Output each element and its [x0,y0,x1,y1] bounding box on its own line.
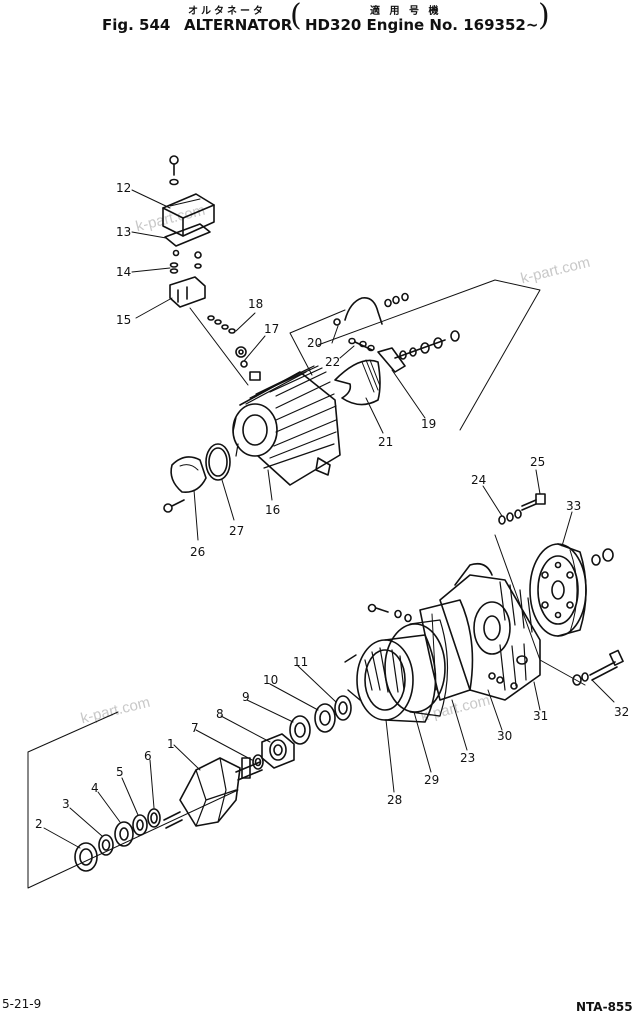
callout-20: 20 [307,336,322,350]
spacer-part-11 [334,695,352,721]
group-bracket-upper [317,279,541,431]
callout-7: 7 [191,721,199,735]
callout-18: 18 [248,297,263,311]
drawing-code: NTA-855 [576,1000,633,1014]
regulator-cover-part-12 [162,193,215,237]
end-cover-part-26 [163,456,207,513]
brush-holder-part-21 [334,359,381,406]
retainer-part-8 [261,733,295,769]
bolt-part-22 [348,337,375,352]
regulator-screw [169,155,179,186]
callout-24: 24 [471,473,486,487]
front-frame-part-30 [439,562,541,701]
callout-13: 13 [116,225,131,239]
callout-9: 9 [242,690,250,704]
callout-26: 26 [190,545,205,559]
terminal-block-part-15 [169,276,206,308]
wire-lead-part-20 [333,292,409,326]
callout-32: 32 [614,705,629,719]
nut-part-17 [240,360,248,368]
bearing-part-4 [114,821,134,847]
frame-screws [367,603,412,623]
callout-14: 14 [116,265,131,279]
group-bracket-20 [289,309,346,376]
callout-3: 3 [62,797,70,811]
callout-27: 27 [229,524,244,538]
washers-part-24 [498,509,522,525]
washer-part-10 [314,703,336,733]
callout-2: 2 [35,817,43,831]
callout-16: 16 [265,503,280,517]
callout-28: 28 [387,793,402,807]
callout-5: 5 [116,765,124,779]
callout-4: 4 [91,781,99,795]
callout-12: 12 [116,181,131,195]
callout-23: 23 [460,751,475,765]
right-paren: ) [538,0,550,33]
spacer-part-7 [252,754,264,770]
bearing-part-9 [289,715,311,745]
plate-part-13 [164,223,211,259]
callout-19: 19 [421,417,436,431]
figure-label: Fig. 544 [102,16,171,34]
callout-17: 17 [264,322,279,336]
applicable-engine: HD320 Engine No. 169352~ [305,16,539,34]
washer-part-5 [132,814,148,836]
terminal-stud-part-19 [377,330,460,373]
leader-lines [43,189,615,849]
group-bracket-lower [27,534,586,889]
callout-10: 10 [263,673,278,687]
callout-1: 1 [167,737,175,751]
callout-8: 8 [216,707,224,721]
leader-15-to-housing [189,307,249,386]
callout-29: 29 [424,773,439,787]
applicable-kana: 適 用 号 機 [370,6,442,17]
bolt-part-25 [521,493,546,511]
callout-11: 11 [293,655,308,669]
callout-15: 15 [116,313,131,327]
through-bolt-part-32 [572,649,624,686]
cover-plate-part-2 [74,842,98,872]
callout-33: 33 [566,499,581,513]
callout-21: 21 [378,435,393,449]
screws-part-18 [207,315,247,358]
gasket-part-27 [205,443,231,481]
rear-housing-part-16 [232,365,341,486]
spacer-part-6 [147,808,161,828]
callout-30: 30 [497,729,512,743]
callout-6: 6 [144,749,152,763]
callout-labels: 12 13 14 15 18 17 20 22 19 21 16 27 26 2… [35,181,629,831]
callout-25: 25 [530,455,545,469]
callout-31: 31 [533,709,548,723]
diagram-title: ALTERNATOR [184,16,293,34]
pulley-part-33 [529,543,614,637]
page-reference: 5-21-9 [2,997,42,1011]
callout-22: 22 [325,355,340,369]
stator-core-part-28 [344,634,437,723]
title-kana: オルタネータ [188,6,266,17]
left-paren: ( [290,0,302,33]
stator-housing-part-29 [384,619,449,717]
bearing-part-3 [98,834,114,856]
washers-part-14 [169,262,202,274]
